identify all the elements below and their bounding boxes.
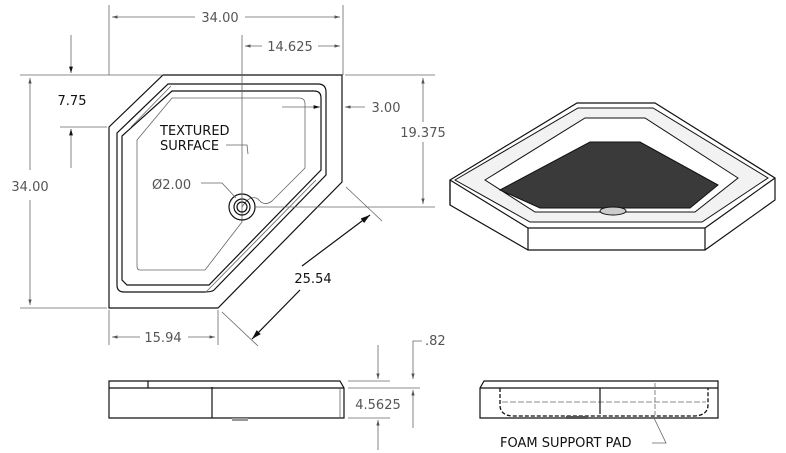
dim-overall-width: 34.00 [201, 11, 238, 26]
front-outline [108, 380, 345, 419]
dim-rim-height: .82 [425, 334, 446, 349]
iso-drain-icon [599, 206, 627, 216]
dim-line [251, 289, 301, 340]
note-surface: SURFACE [160, 139, 219, 154]
leader-line [652, 417, 667, 444]
iso-floor [498, 141, 719, 209]
foam-pad-outline [499, 388, 709, 417]
ext-line [221, 311, 259, 347]
leader-line [226, 144, 249, 155]
iso-edges [449, 177, 776, 250]
dim-height: 4.5625 [355, 398, 401, 413]
rim-outline [116, 83, 327, 293]
dim-drain-offset: 14.625 [267, 40, 313, 55]
section-outline [479, 380, 719, 419]
isometric-view [449, 102, 776, 251]
note-foam-support-pad: FOAM SUPPORT PAD [500, 436, 631, 451]
rim-inner [121, 90, 322, 286]
note-textured: TEXTURED [159, 124, 230, 139]
dim-line [411, 340, 422, 379]
front-view: 4.5625 .82 [108, 334, 446, 450]
dim-front-width: 15.94 [144, 331, 181, 346]
diameter-symbol: Ø [152, 178, 162, 193]
leader-line [201, 182, 237, 199]
chamfer-line [205, 179, 317, 293]
ext-line [345, 186, 383, 222]
drain-stub [566, 416, 588, 419]
drain-diameter-value: 2.00 [162, 178, 191, 193]
dim-overall-depth: 34.00 [11, 180, 48, 195]
dim-chamfer-depth: 7.75 [58, 94, 87, 109]
dim-line [301, 214, 371, 267]
dim-diagonal-length: 25.54 [294, 272, 331, 287]
top-view: 34.00 14.625 34.00 7.75 3.00 19.375 25.5… [11, 5, 446, 347]
chamfer-line [130, 85, 172, 128]
drain-stub [232, 418, 248, 421]
dim-rim-width: 3.00 [372, 101, 401, 116]
dim-drain-diameter: Ø2.00 [152, 178, 191, 193]
outer-outline [108, 74, 343, 309]
section-view: FOAM SUPPORT PAD [479, 380, 719, 451]
floor-outline [136, 97, 306, 271]
dim-drain-to-front: 19.375 [400, 126, 446, 141]
